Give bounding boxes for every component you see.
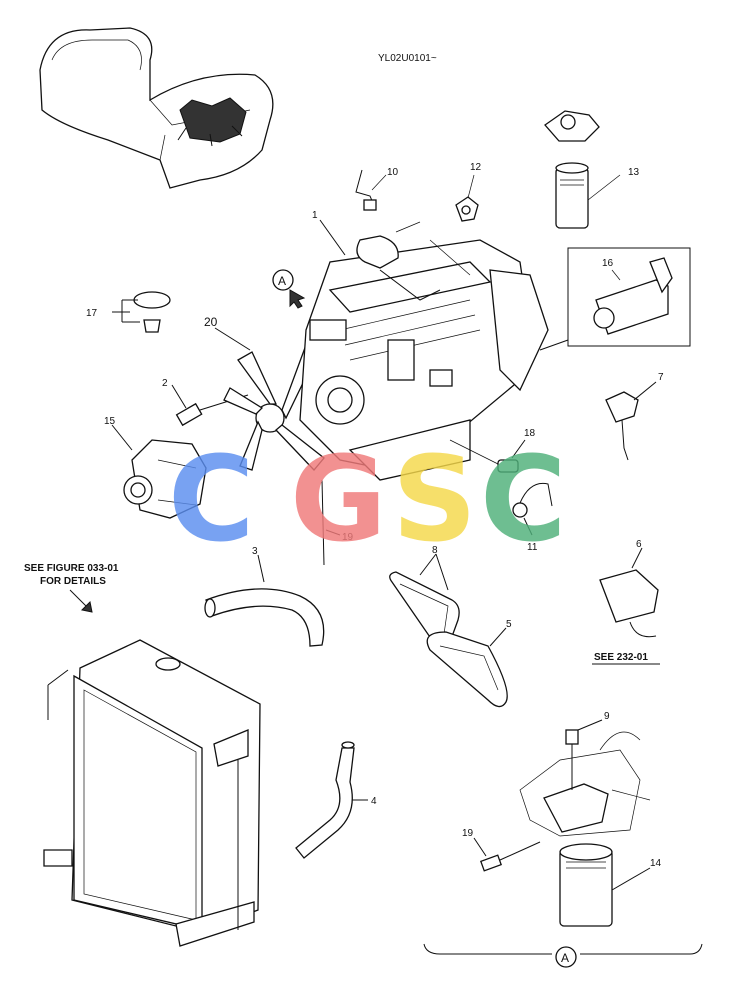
part-11-sensor-wire: [512, 482, 553, 536]
view-a-arrow: [289, 289, 306, 309]
callout-7: 7: [658, 372, 664, 383]
radiator-assembly: [43, 639, 261, 947]
part-3-hose: [204, 554, 325, 647]
part-7-switch: [605, 381, 657, 461]
callout-12: 12: [470, 162, 482, 173]
drawing-code: YL02U0101~: [378, 53, 437, 64]
watermark-letter-s: S: [392, 430, 477, 568]
part-4-hose: [295, 741, 368, 859]
callout-19-engine: 19: [342, 532, 354, 543]
callout-11: 11: [527, 542, 538, 553]
part-18-sensor: [449, 439, 526, 473]
callout-6: 6: [636, 539, 642, 550]
see-figure-note-line2: FOR DETAILS: [40, 576, 106, 587]
part-12-gasket: [455, 174, 479, 222]
callout-16: 16: [602, 258, 614, 269]
callout-19-detail: 19: [462, 828, 474, 839]
part-16-starter: [539, 247, 691, 351]
callout-9: 9: [604, 711, 610, 722]
callout-20: 20: [204, 315, 218, 329]
see-232-note: SEE 232-01: [594, 652, 648, 663]
part-10-sensor-pipe: [355, 169, 387, 211]
view-marker-top: A: [272, 269, 294, 291]
callout-13: 13: [628, 167, 640, 178]
watermark-letter-g: G: [290, 430, 387, 568]
svg-text:A: A: [278, 274, 286, 288]
part-5-belt: [426, 627, 508, 708]
view-marker-bottom: A: [555, 946, 577, 968]
callout-14: 14: [650, 858, 662, 869]
see-figure-note-line1: SEE FIGURE 033-01: [24, 563, 119, 574]
watermark-letter-c2: C: [480, 430, 567, 568]
callout-3: 3: [252, 546, 258, 557]
callout-15: 15: [104, 416, 116, 427]
callout-5: 5: [506, 619, 512, 630]
part-13-filter: [544, 110, 621, 229]
part-17-thermostat: [112, 291, 171, 333]
cgsc-watermark: C G S C: [168, 430, 567, 568]
callout-4: 4: [371, 796, 377, 807]
callout-18: 18: [524, 428, 536, 439]
callout-8: 8: [432, 545, 438, 556]
detail-a-view: [423, 719, 703, 955]
engine-assembly: [214, 219, 549, 566]
part-6-controller: [592, 547, 660, 665]
see-figure-arrowhead: [80, 600, 93, 613]
svg-text:A: A: [561, 951, 569, 965]
machine-overview: [39, 27, 274, 189]
callout-2: 2: [162, 378, 168, 389]
callout-17: 17: [86, 308, 98, 319]
callout-1: 1: [312, 210, 318, 221]
watermark-letter-c1: C: [168, 430, 255, 568]
part-15-alternator: [111, 424, 207, 519]
callout-10: 10: [387, 167, 399, 178]
part-2-plug: [171, 384, 249, 427]
